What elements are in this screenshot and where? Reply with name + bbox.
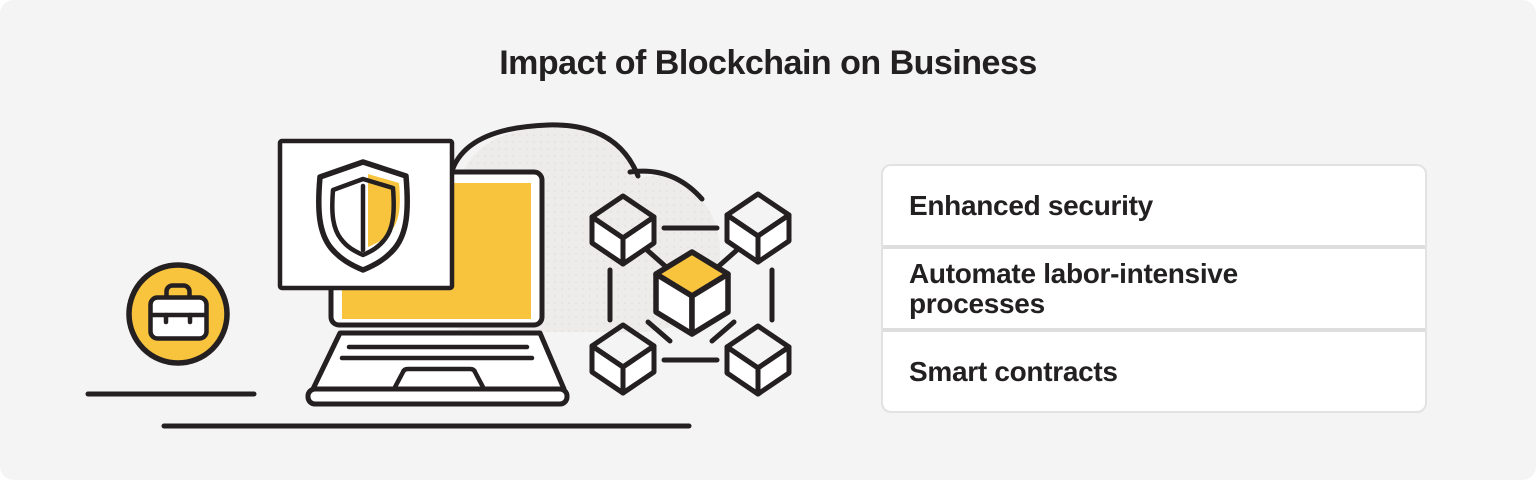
briefcase-badge xyxy=(126,262,230,366)
cube-node xyxy=(724,323,792,397)
list-item-label: Enhanced security xyxy=(909,189,1153,221)
cube-node-central xyxy=(653,249,731,337)
list-item-label: processes xyxy=(909,287,1045,319)
cube-node xyxy=(589,322,657,396)
list-item: Enhanced security xyxy=(883,166,1425,245)
list-item-label: Automate labor-intensive xyxy=(909,257,1238,289)
page-title: Impact of Blockchain on Business xyxy=(499,44,1037,82)
shield-card xyxy=(277,138,455,291)
blockchain-network-icon xyxy=(589,191,792,397)
list-item-label: Smart contracts xyxy=(909,355,1118,387)
list-item: Automate labor-intensive processes xyxy=(883,249,1425,328)
shield-icon xyxy=(316,159,410,273)
list-item: Smart contracts xyxy=(883,332,1425,411)
cube-node xyxy=(589,193,657,267)
benefits-panel: Enhanced security Automate labor-intensi… xyxy=(881,164,1427,413)
cube-node xyxy=(724,191,792,265)
briefcase-icon xyxy=(148,283,209,341)
